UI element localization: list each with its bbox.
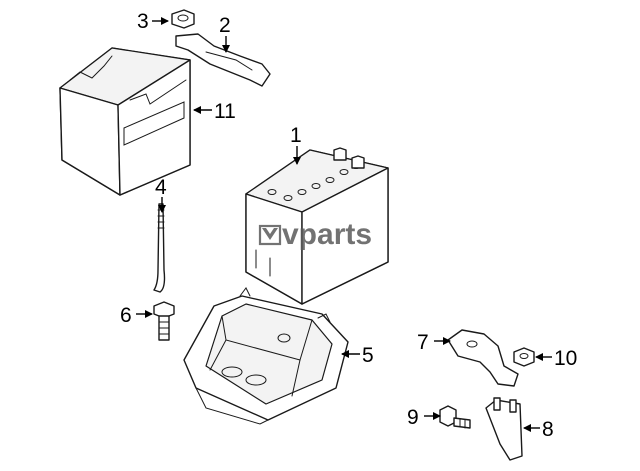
callout-8: 8 [542,418,554,441]
bracket-part-7[interactable] [447,329,519,387]
callout-2: 2 [219,14,231,37]
callout-11: 11 [214,100,236,123]
bolt-part-9[interactable] [439,405,471,429]
battery-cover-part[interactable] [59,47,191,196]
callout-6: 6 [120,304,132,327]
nut-part-10[interactable] [513,347,535,367]
callout-10: 10 [554,347,577,370]
battery-part[interactable] [245,147,389,305]
callout-1: 1 [290,124,302,147]
battery-tray-part[interactable] [183,287,349,425]
callout-7: 7 [417,331,429,354]
callout-5: 5 [362,344,374,367]
j-hook-rod-part[interactable] [153,203,166,293]
nut-part-3[interactable] [171,9,195,29]
callout-4: 4 [155,176,167,199]
bracket-part-8[interactable] [485,397,523,461]
vparts-watermark: vparts [258,218,372,251]
callout-3: 3 [137,10,149,33]
bolt-part-6[interactable] [153,301,175,341]
callout-9: 9 [407,406,419,429]
watermark-text: vparts [282,218,372,251]
hold-down-clamp-part[interactable] [175,33,271,87]
